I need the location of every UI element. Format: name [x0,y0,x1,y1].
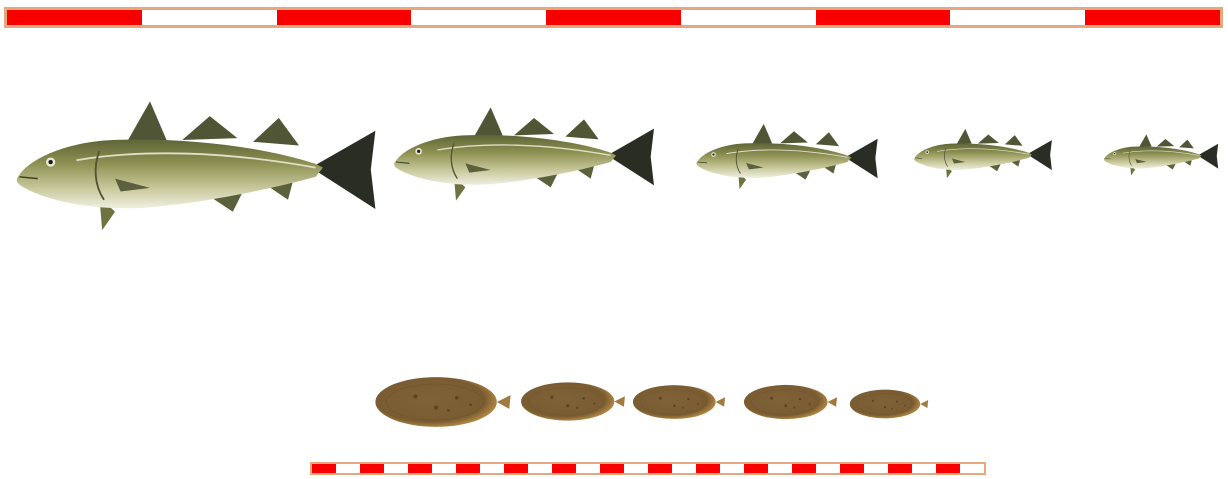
scale-segment [312,464,336,473]
scale-segment [360,464,384,473]
cod-fish-4 [912,126,1054,179]
scale-bar-bottom [310,462,986,475]
scale-segment [504,464,528,473]
cod-fish-5 [1102,132,1220,176]
scale-segment [7,10,142,25]
cod-fish-1 [12,94,380,232]
flatfish-1 [374,374,512,430]
scale-segment [384,464,408,473]
scale-segment [672,464,696,473]
scale-segment [546,10,681,25]
scale-bar-top [4,7,1223,28]
flatfish-4 [743,383,838,421]
cod-fish-3 [694,120,880,190]
flatfish-row [0,370,1228,435]
scale-segment [624,464,648,473]
scale-segment [792,464,816,473]
scale-segment [720,464,744,473]
flatfish-5 [848,388,930,420]
scale-segment [950,10,1085,25]
scale-segment [888,464,912,473]
cod-fish-2 [390,102,658,202]
scale-segment [576,464,600,473]
flatfish-3 [632,383,726,421]
scale-segment [1085,10,1220,25]
scale-segment [142,10,277,25]
scale-segment [816,10,951,25]
scale-segment [744,464,768,473]
scale-segment [912,464,936,473]
scale-segment [456,464,480,473]
scale-segment [411,10,546,25]
scale-segment [816,464,840,473]
scale-segment [432,464,456,473]
scale-segment [936,464,960,473]
scale-segment [960,464,984,473]
scale-segment [600,464,624,473]
scale-segment [528,464,552,473]
scale-segment [408,464,432,473]
scale-segment [840,464,864,473]
scale-segment [648,464,672,473]
scale-segment [768,464,792,473]
scale-segment [480,464,504,473]
scale-segment [336,464,360,473]
scale-segment [277,10,412,25]
scale-segment [681,10,816,25]
scale-segment [864,464,888,473]
scale-segment [696,464,720,473]
cod-row [0,80,1228,250]
scale-segment [552,464,576,473]
flatfish-2 [520,380,626,423]
